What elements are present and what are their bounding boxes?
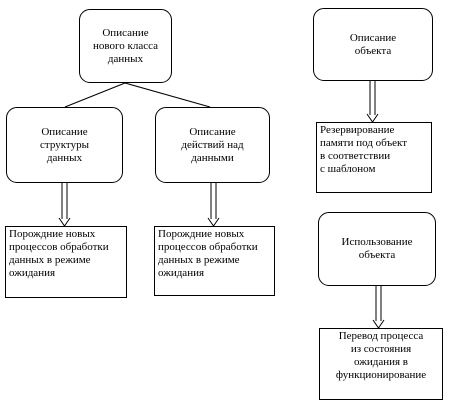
arrow-usage-to-transition [372, 286, 385, 329]
node-new-class-description: Описание нового класса данных [79, 9, 172, 83]
arrow-structure-to-processes [58, 183, 71, 227]
connector-class-to-actions [124, 82, 211, 108]
node-data-structure-description: Описание структуры данных [6, 107, 123, 183]
arrow-object-to-memory [366, 81, 379, 123]
node-process-transition: Перевод процесса из состояния ожидания в… [319, 328, 443, 400]
node-data-actions-description: Описание действий над данными [155, 107, 270, 183]
node-memory-reservation: Резервирование памяти под объект в соотв… [316, 122, 432, 193]
node-left-processes: Порождние новых процессов обработки данн… [5, 226, 127, 298]
connector-class-to-structure [64, 82, 126, 108]
node-object-usage: Использование объекта [318, 212, 436, 286]
arrow-actions-to-processes [207, 183, 220, 227]
node-middle-processes: Порождние новых процессов обработки данн… [154, 226, 275, 296]
node-object-description: Описание объекта [313, 8, 433, 81]
